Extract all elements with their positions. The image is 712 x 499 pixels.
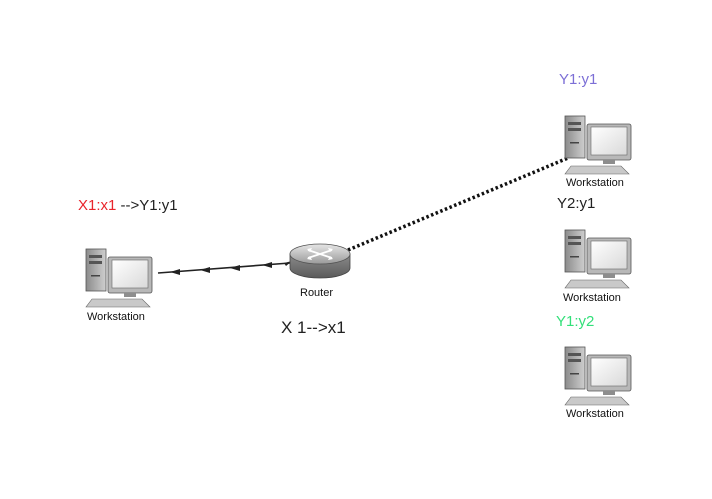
annotation-left-nat: X1:x1 -->Y1:y1 [78, 197, 178, 214]
workstation-label-mid: Workstation [563, 292, 621, 304]
arrowhead-icon [170, 269, 180, 275]
arrowhead-icon [230, 265, 240, 271]
router-label: Router [300, 287, 334, 299]
link-left-to-router [157, 261, 292, 275]
workstation-label-top: Workstation [566, 177, 624, 189]
annotation-top-address: Y1:y1 [559, 71, 598, 88]
arrowhead-icon [200, 267, 210, 273]
annotation-left-x1: X1:x1 [78, 197, 117, 214]
workstation-icon[interactable] [85, 248, 153, 308]
workstation-label-left: Workstation [87, 311, 145, 323]
annotation-bottom-address: Y1:y2 [556, 313, 595, 330]
annotation-mid-address: Y2:y1 [557, 195, 596, 212]
arrowhead-icon [262, 262, 272, 268]
router-icon[interactable] [289, 243, 351, 279]
annotation-router-nat: X 1-->x1 [281, 318, 346, 337]
workstation-icon[interactable] [564, 229, 632, 289]
annotation-left-y1: -->Y1:y1 [116, 197, 178, 214]
workstation-label-bottom: Workstation [566, 408, 624, 420]
link-router-to-top-workstation [347, 156, 569, 252]
workstation-icon[interactable] [564, 115, 632, 175]
workstation-icon[interactable] [564, 346, 632, 406]
